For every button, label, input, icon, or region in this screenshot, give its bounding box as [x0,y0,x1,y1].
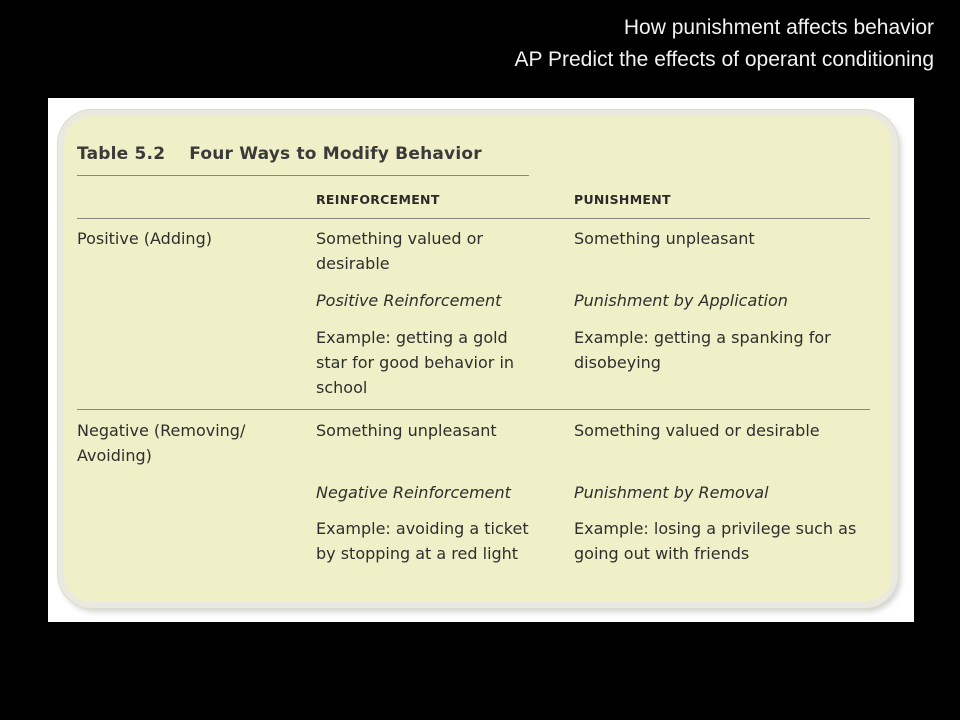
negative-reinforcement-term: Negative Reinforcement [316,483,511,502]
positive-reinforcement-example: Example: getting a gold star for good be… [316,328,515,397]
row-label-positive: Positive (Adding) [77,229,212,248]
positive-punishment-example: Example: getting a spanking for disobeyi… [574,328,831,372]
behavior-table: Table 5.2 Four Ways to Modify Behavior RE… [64,116,892,602]
table-card: Table 5.2 Four Ways to Modify Behavior RE… [58,110,898,608]
table-title: Four Ways to Modify Behavior [189,144,482,164]
table-number: Table 5.2 [77,144,166,164]
positive-reinforcement-term: Positive Reinforcement [316,291,502,310]
negative-punishment-stimulus: Something valued or desirable [574,421,820,440]
negative-reinforcement-stimulus: Something unpleasant [316,421,497,440]
row-label-negative: Negative (Removing/ Avoiding) [77,421,246,465]
column-header-reinforcement: REINFORCEMENT [316,192,440,207]
caption-divider [77,175,529,176]
negative-punishment-example: Example: losing a privilege such as goin… [574,519,857,563]
negative-punishment-term: Punishment by Removal [574,483,769,502]
negative-reinforcement-example: Example: avoiding a ticket by stopping a… [316,519,529,563]
positive-punishment-stimulus: Something unpleasant [574,229,755,248]
positive-reinforcement-stimulus: Something valued or desirable [316,229,483,273]
slide-title: How punishment affects behavior AP Predi… [515,12,935,76]
positive-punishment-term: Punishment by Application [574,291,788,310]
header-divider [77,218,870,219]
table-image-panel: Table 5.2 Four Ways to Modify Behavior RE… [48,98,914,622]
table-caption: Table 5.2 Four Ways to Modify Behavior [77,144,482,164]
row-divider [77,409,870,410]
slide-title-line1: How punishment affects behavior [623,16,934,39]
slide-title-line2: AP Predict the effects of operant condit… [514,48,935,71]
column-header-punishment: PUNISHMENT [574,192,671,207]
